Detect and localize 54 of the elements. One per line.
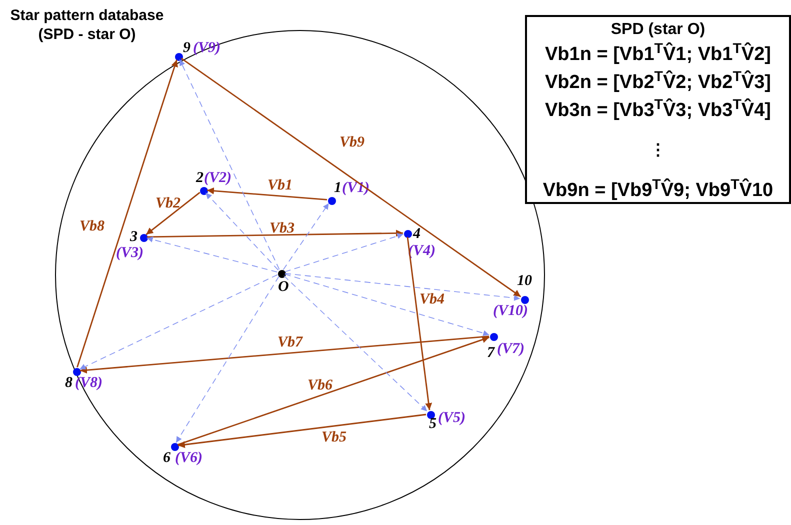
edge-label: Vb9 [340,136,364,150]
point-vector-label: (V3) [116,246,144,261]
arrow [146,192,200,236]
point-vector-label: (V2) [204,171,232,186]
dashed-arrow [284,233,404,272]
point-vector-label: (V5) [438,411,466,426]
point-number: 4 [413,227,420,242]
point-number: 5 [429,417,436,432]
point-number: 3 [130,230,138,245]
dashed-arrow [179,59,280,270]
dashed-arrow [146,236,278,272]
formula-panel [525,15,791,204]
point-number: O [278,280,289,295]
point-vector-label: (V7) [497,342,524,357]
edge-label: Vb7 [278,336,302,350]
edge-label: Vb5 [322,430,346,446]
dashed-arrow [79,274,278,370]
arrow [76,60,178,368]
arrow [180,58,522,298]
formula: Vb2n = [Vb2$^{T}$V̂2; Vb2$^{T}$V̂3] [545,69,771,95]
point-number: 8 [65,376,72,391]
dashed-arrow [284,273,520,301]
point-vector-label: (V1) [342,181,370,196]
dashed-arrow [284,275,428,412]
dashed-arrow [282,202,330,270]
point-number: 6 [163,451,170,466]
edge-label: Vb4 [420,292,444,308]
point-number: 1 [334,181,342,196]
dashed-arrow [205,192,279,270]
vertical-ellipsis: ⋮ [650,141,666,161]
arrow [146,230,404,238]
point-number: 9 [183,41,190,56]
formula: Vb3n = [Vb3$^{T}$V̂3; Vb3$^{T}$V̂4] [545,97,771,123]
point-vector-label: (V10) [493,304,528,319]
panel-heading: SPD (star O) [610,20,706,40]
edge-label: Vb6 [308,378,332,394]
point-number: 7 [487,346,494,361]
formula: Vb1n = [Vb1$^{T}$V̂1; Vb1$^{T}$V̂2] [545,41,771,67]
point-vector-label: (V6) [175,451,202,466]
arrow [178,336,490,446]
edge-label: Vb1 [268,178,292,194]
arrow [178,414,426,448]
edge-label: Vb2 [156,196,180,212]
dashed-arrow [284,274,490,336]
arrow [80,336,490,374]
formula: Vb9n = [Vb9$^{T}$V̂9; Vb9$^{T}$V̂10 [542,177,774,203]
arrow [206,187,328,200]
point-number: 10 [517,274,532,289]
region-title: Star pattern database (SPD - star O) [9,6,165,44]
point-number: 2 [196,171,204,186]
dashed-arrow [176,276,280,443]
edge-label: Vb8 [80,220,104,234]
edge-label: Vb3 [270,222,294,236]
arrow [406,236,432,410]
